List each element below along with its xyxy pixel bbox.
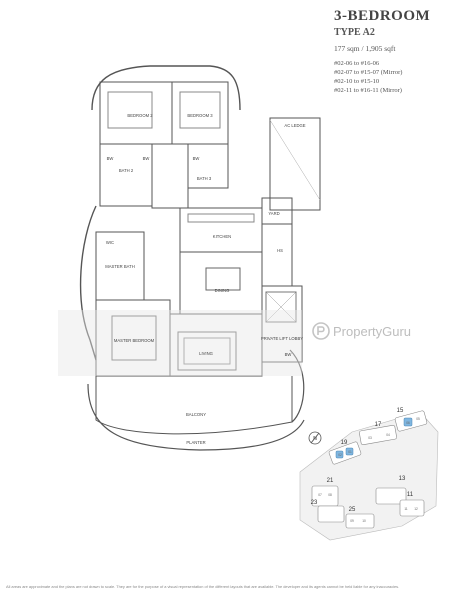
- room-label: YARD: [268, 211, 279, 216]
- room-label: BW: [143, 156, 150, 161]
- room-label: MASTER BATH: [105, 264, 134, 269]
- room-label: BW: [193, 156, 200, 161]
- room-label: PRIVATE LIFT LOBBY: [261, 336, 303, 341]
- disclaimer: All areas are approximate and the plans …: [6, 584, 400, 589]
- unit-range: #02-10 to #15-10: [334, 78, 380, 85]
- unit-range: #02-11 to #16-11 (Mirror): [334, 87, 402, 94]
- bath3-outline: [187, 143, 229, 189]
- room-label: WIC: [106, 240, 114, 245]
- room-label: BATH 2: [119, 168, 134, 173]
- unit-number: 04: [386, 433, 390, 437]
- propertyguru-logo-icon: [312, 322, 330, 340]
- block-number: 11: [407, 492, 414, 498]
- unit-area: 177 sqm / 1,905 sqft: [334, 44, 396, 53]
- unit-number: 03: [368, 436, 372, 440]
- room-label: KITCHEN: [213, 234, 231, 239]
- unit-number: 07: [318, 493, 322, 497]
- room-label: AC LEDGE: [284, 123, 305, 128]
- room-label: BATH 3: [197, 176, 212, 181]
- unit-range: #02-07 to #15-07 (Mirror): [334, 69, 403, 76]
- room-label: BEDROOM 3: [187, 113, 213, 118]
- shaded-terrace: [58, 310, 302, 376]
- block-number: 23: [311, 500, 318, 506]
- north-arrow-icon: N: [308, 431, 322, 445]
- unit-number: 02: [338, 453, 342, 457]
- room-label: DINING: [215, 288, 230, 293]
- room-label: BALCONY: [186, 412, 206, 417]
- balcony-outline: [95, 376, 293, 435]
- room-label: LIVING: [199, 351, 213, 356]
- unit-number: 09: [350, 519, 354, 523]
- room-label: BW: [107, 156, 114, 161]
- key-plan: N 15 17 19 21 23 25 13: [299, 408, 439, 541]
- unit-number: 12: [414, 507, 418, 511]
- svg-text:N: N: [313, 436, 317, 442]
- lift-lobby-outline: [261, 285, 303, 363]
- room-label: HS: [277, 248, 283, 253]
- block-number: 25: [349, 507, 356, 513]
- watermark: PropertyGuru: [312, 322, 411, 340]
- room-label: PLANTER: [186, 440, 205, 445]
- ac-ledge-outline: [269, 117, 321, 211]
- block-number: 13: [399, 476, 406, 482]
- block-number: 19: [341, 440, 348, 446]
- bath2-outline: [99, 143, 153, 207]
- unit-number: 10: [362, 519, 366, 523]
- unit-number: 11: [404, 507, 408, 511]
- unit-number: 08: [328, 493, 332, 497]
- watermark-text: PropertyGuru: [333, 323, 412, 339]
- unit-number: 01: [348, 450, 352, 454]
- planter-outline: [87, 383, 305, 451]
- highlighted-units: [335, 417, 413, 459]
- dining-outline: [179, 251, 263, 315]
- room-label: BW: [285, 352, 292, 357]
- plan-header: 3-BEDROOM TYPE A2 177 sqm / 1,905 sqft #…: [334, 8, 446, 95]
- room-label: MASTER BEDROOM: [114, 338, 155, 343]
- kitchen-outline: [179, 207, 263, 253]
- unit-type-title: 3-BEDROOM: [334, 8, 431, 24]
- unit-number: 06: [406, 421, 410, 425]
- unit-number: 05: [416, 417, 420, 421]
- block-number: 21: [327, 478, 334, 484]
- room-label: BEDROOM 2: [127, 113, 153, 118]
- unit-number-list: #02-06 to #16-06 #02-07 to #15-07 (Mirro…: [334, 59, 446, 95]
- unit-type-code: TYPE A2: [334, 27, 375, 38]
- unit-range: #02-06 to #16-06: [334, 60, 380, 67]
- block-number: 15: [397, 408, 404, 414]
- roof-outline: [91, 65, 241, 111]
- block-number: 17: [375, 422, 382, 428]
